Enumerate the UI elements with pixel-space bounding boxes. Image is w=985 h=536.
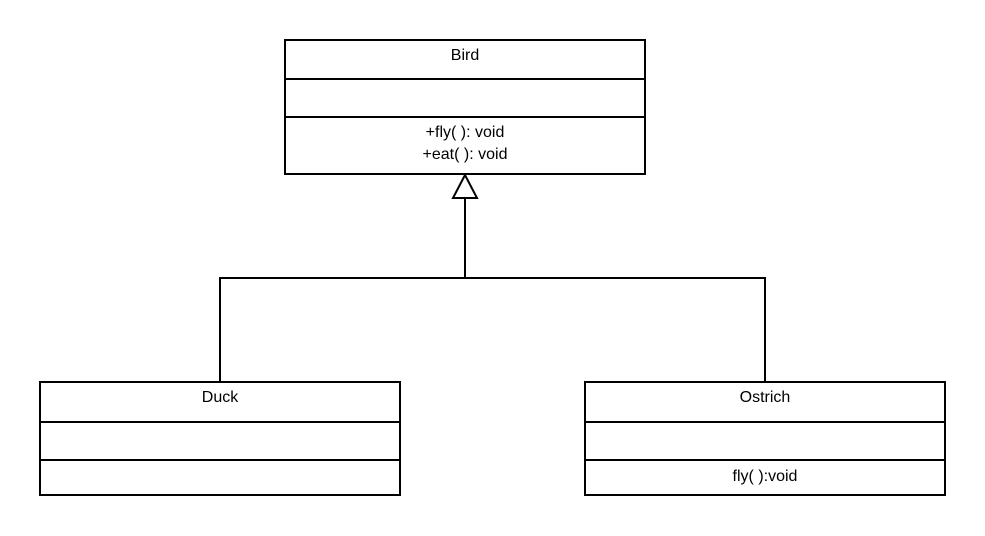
operation: +eat( ): void [422,146,508,163]
class-duck[interactable]: Duck [39,381,401,496]
class-name: Duck [201,389,239,406]
class-name-section: Ostrich [586,383,944,421]
class-name-section: Bird [286,41,644,78]
operations-section [41,459,399,461]
operation: +fly( ): void [425,124,505,141]
operations-section: +fly( ): void +eat( ): void [286,116,644,166]
class-name: Ostrich [739,389,791,406]
attributes-section [586,421,944,459]
class-bird[interactable]: Bird +fly( ): void +eat( ): void [284,39,646,175]
class-name-section: Duck [41,383,399,421]
class-name: Bird [450,47,480,64]
generalization-arrowhead [451,172,479,199]
operation: fly( ):void [732,468,798,485]
attributes-section [286,78,644,116]
operations-section: fly( ):void [586,459,944,488]
class-ostrich[interactable]: Ostrich fly( ):void [584,381,946,496]
attributes-section [41,421,399,459]
